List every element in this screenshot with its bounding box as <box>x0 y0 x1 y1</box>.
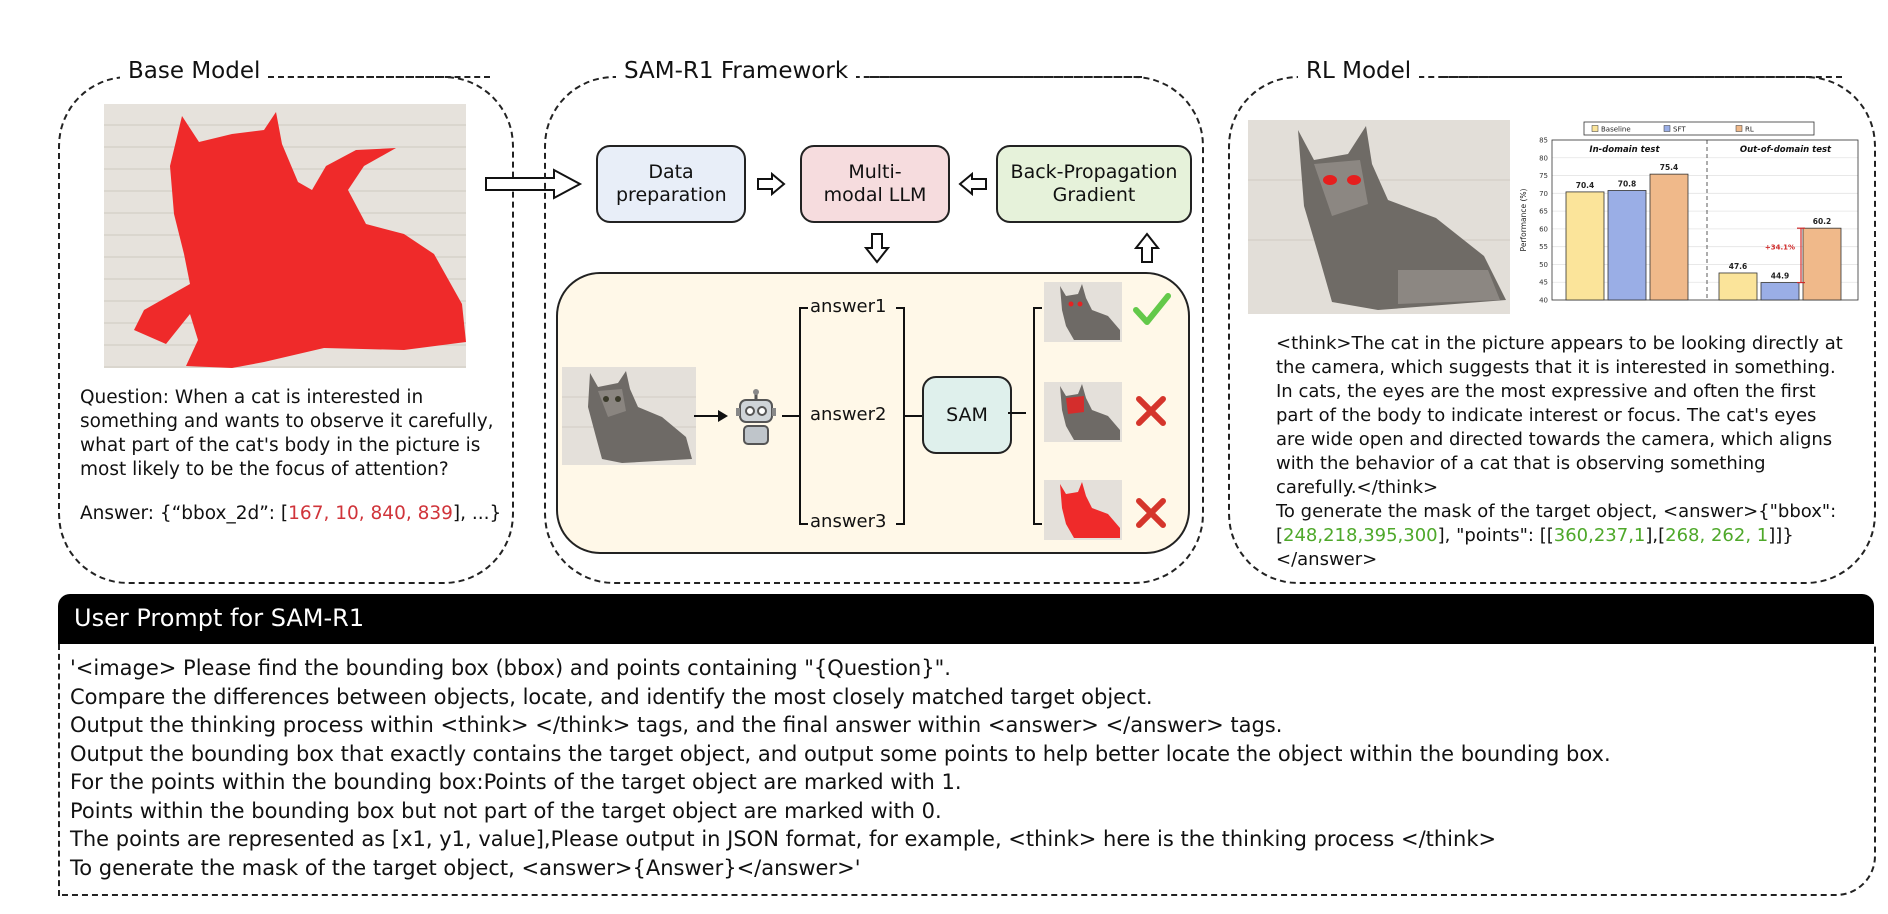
mask-result-1 <box>1044 282 1122 342</box>
data-preparation-box: Data preparation <box>596 145 746 223</box>
answer-close-line: </answer> <box>1276 549 1378 570</box>
answer-json-line: [248,218,395,300], "points": [[360,237,1… <box>1276 525 1794 546</box>
rl-point-1: 360,237,1 <box>1553 525 1646 546</box>
bar-value-label: 60.2 <box>1813 217 1832 226</box>
segmented-cat-image <box>104 104 466 368</box>
legend-label: SFT <box>1673 126 1686 134</box>
y-tick-label: 70 <box>1539 190 1548 198</box>
answer3-label: answer3 <box>808 511 889 532</box>
input-cat-photo <box>562 367 696 465</box>
think-line: <think>The cat in the picture appears to… <box>1276 333 1843 354</box>
rl-model-title: RL Model <box>1298 58 1420 84</box>
bar <box>1565 191 1605 301</box>
mask-result-3 <box>1044 480 1122 540</box>
data-to-llm-arrow <box>757 172 786 196</box>
bar-value-label: 44.9 <box>1771 272 1790 281</box>
group-label: Out-of-domain test <box>1740 145 1832 155</box>
bar <box>1649 173 1689 301</box>
y-tick-label: 50 <box>1539 261 1548 269</box>
backprop-to-llm-arrow <box>958 172 987 196</box>
y-tick-label: 75 <box>1539 172 1548 180</box>
cross-icon <box>1136 396 1166 426</box>
framework-title: SAM-R1 Framework <box>616 58 857 84</box>
rl-think-text: <think>The cat in the picture appears to… <box>1276 332 1856 572</box>
base-answer: Answer: {“bbox_2d”: [167, 10, 840, 839],… <box>80 502 501 526</box>
prompt-title: User Prompt for SAM-R1 <box>74 604 365 632</box>
prompt-lines: '<image> Please find the bounding box (b… <box>70 654 1611 882</box>
answer-bbox-values: 167, 10, 840, 839 <box>288 503 453 524</box>
answer2-label: answer2 <box>808 404 889 425</box>
y-tick-label: 80 <box>1539 154 1548 162</box>
multimodal-llm-box: Multi-modal LLM <box>800 145 950 223</box>
prompt-line: The points are represented as [x1, y1, v… <box>70 827 1497 851</box>
answer-bracket-lines <box>782 307 924 525</box>
base-model-title: Base Model <box>120 58 269 84</box>
bar <box>1760 282 1800 301</box>
robot-icon <box>736 389 776 445</box>
bar-value-label: 70.4 <box>1576 181 1595 190</box>
performance-bar-chart: Baseline SFT RL 40 45 50 55 60 65 70 75 80 85Perform… <box>1519 121 1859 305</box>
bar <box>1802 227 1842 301</box>
base-to-framework-arrow <box>485 168 583 200</box>
annotation-label: +34.1% <box>1765 243 1795 251</box>
chart-legend-box <box>1583 121 1815 136</box>
title-dash-line <box>278 76 490 78</box>
generate-line: To generate the mask of the target objec… <box>1276 501 1837 522</box>
check-icon <box>1133 293 1171 325</box>
input-to-robot-arrow <box>694 410 728 422</box>
sam-box: SAM <box>922 376 1012 454</box>
title-dash-line <box>1442 76 1842 78</box>
prompt-line: Output the bounding box that exactly con… <box>70 741 1611 766</box>
cross-icon <box>1136 498 1166 528</box>
legend-swatch <box>1591 125 1599 132</box>
rl-cat-photo <box>1248 120 1510 314</box>
y-axis-label: Performance (%) <box>1519 188 1528 251</box>
answer1-label: answer1 <box>808 296 889 317</box>
prompt-body <box>58 644 1876 896</box>
think-line: part of the body to indicate interest or… <box>1276 405 1817 426</box>
llm-down-arrow <box>864 233 890 264</box>
think-line: the camera, which suggests that it is in… <box>1276 357 1836 378</box>
answer-suffix: ], ...} <box>452 503 502 524</box>
legend-swatch <box>1663 125 1671 132</box>
prompt-line: Compare the differences between objects,… <box>70 684 1153 709</box>
back-propagation-box: Back-Propagation Gradient <box>996 145 1192 223</box>
base-question: Question: When a cat is interested in so… <box>80 387 494 480</box>
prompt-line: '<image> Please find the bounding box (b… <box>70 656 951 680</box>
legend-label: RL <box>1745 126 1754 134</box>
legend-swatch <box>1735 125 1743 132</box>
prompt-line: Output the thinking process within <thin… <box>70 713 1283 737</box>
y-tick-label: 60 <box>1539 225 1548 233</box>
title-dash-line <box>870 76 1142 78</box>
mask-result-2 <box>1044 382 1122 442</box>
think-line: In cats, the eyes are the most expressiv… <box>1276 381 1816 402</box>
prompt-line: Points within the bounding box but not p… <box>70 798 942 823</box>
think-line: with the behavior of a cat that is obser… <box>1276 453 1766 474</box>
y-tick-label: 65 <box>1539 208 1548 216</box>
rl-point-2: 268, 262, 1 <box>1665 525 1769 546</box>
bar-value-label: 47.6 <box>1729 262 1748 271</box>
y-tick-label: 40 <box>1539 297 1548 305</box>
prompt-line: For the points within the bounding box:P… <box>70 770 962 794</box>
plot-frame <box>1551 139 1859 301</box>
prompt-header <box>58 594 1874 644</box>
think-line: carefully.</think> <box>1276 477 1439 498</box>
legend-label: Baseline <box>1601 126 1631 134</box>
rl-bbox-values: 248,218,395,300 <box>1283 525 1438 546</box>
prompt-line: To generate the mask of the target objec… <box>70 855 861 880</box>
bar-value-label: 70.8 <box>1618 179 1637 188</box>
result-up-arrow <box>1134 232 1160 263</box>
group-label: In-domain test <box>1589 145 1660 155</box>
y-tick-label: 55 <box>1539 243 1548 251</box>
sam-output-bracket <box>1008 307 1042 525</box>
bar <box>1607 190 1647 301</box>
bar <box>1718 272 1758 301</box>
bar-value-label: 75.4 <box>1660 163 1679 172</box>
think-line: are wide open and directed towards the c… <box>1276 429 1833 450</box>
y-tick-label: 45 <box>1539 279 1548 287</box>
answer-prefix: Answer: {“bbox_2d”: [ <box>80 503 289 524</box>
y-tick-label: 85 <box>1539 137 1548 145</box>
